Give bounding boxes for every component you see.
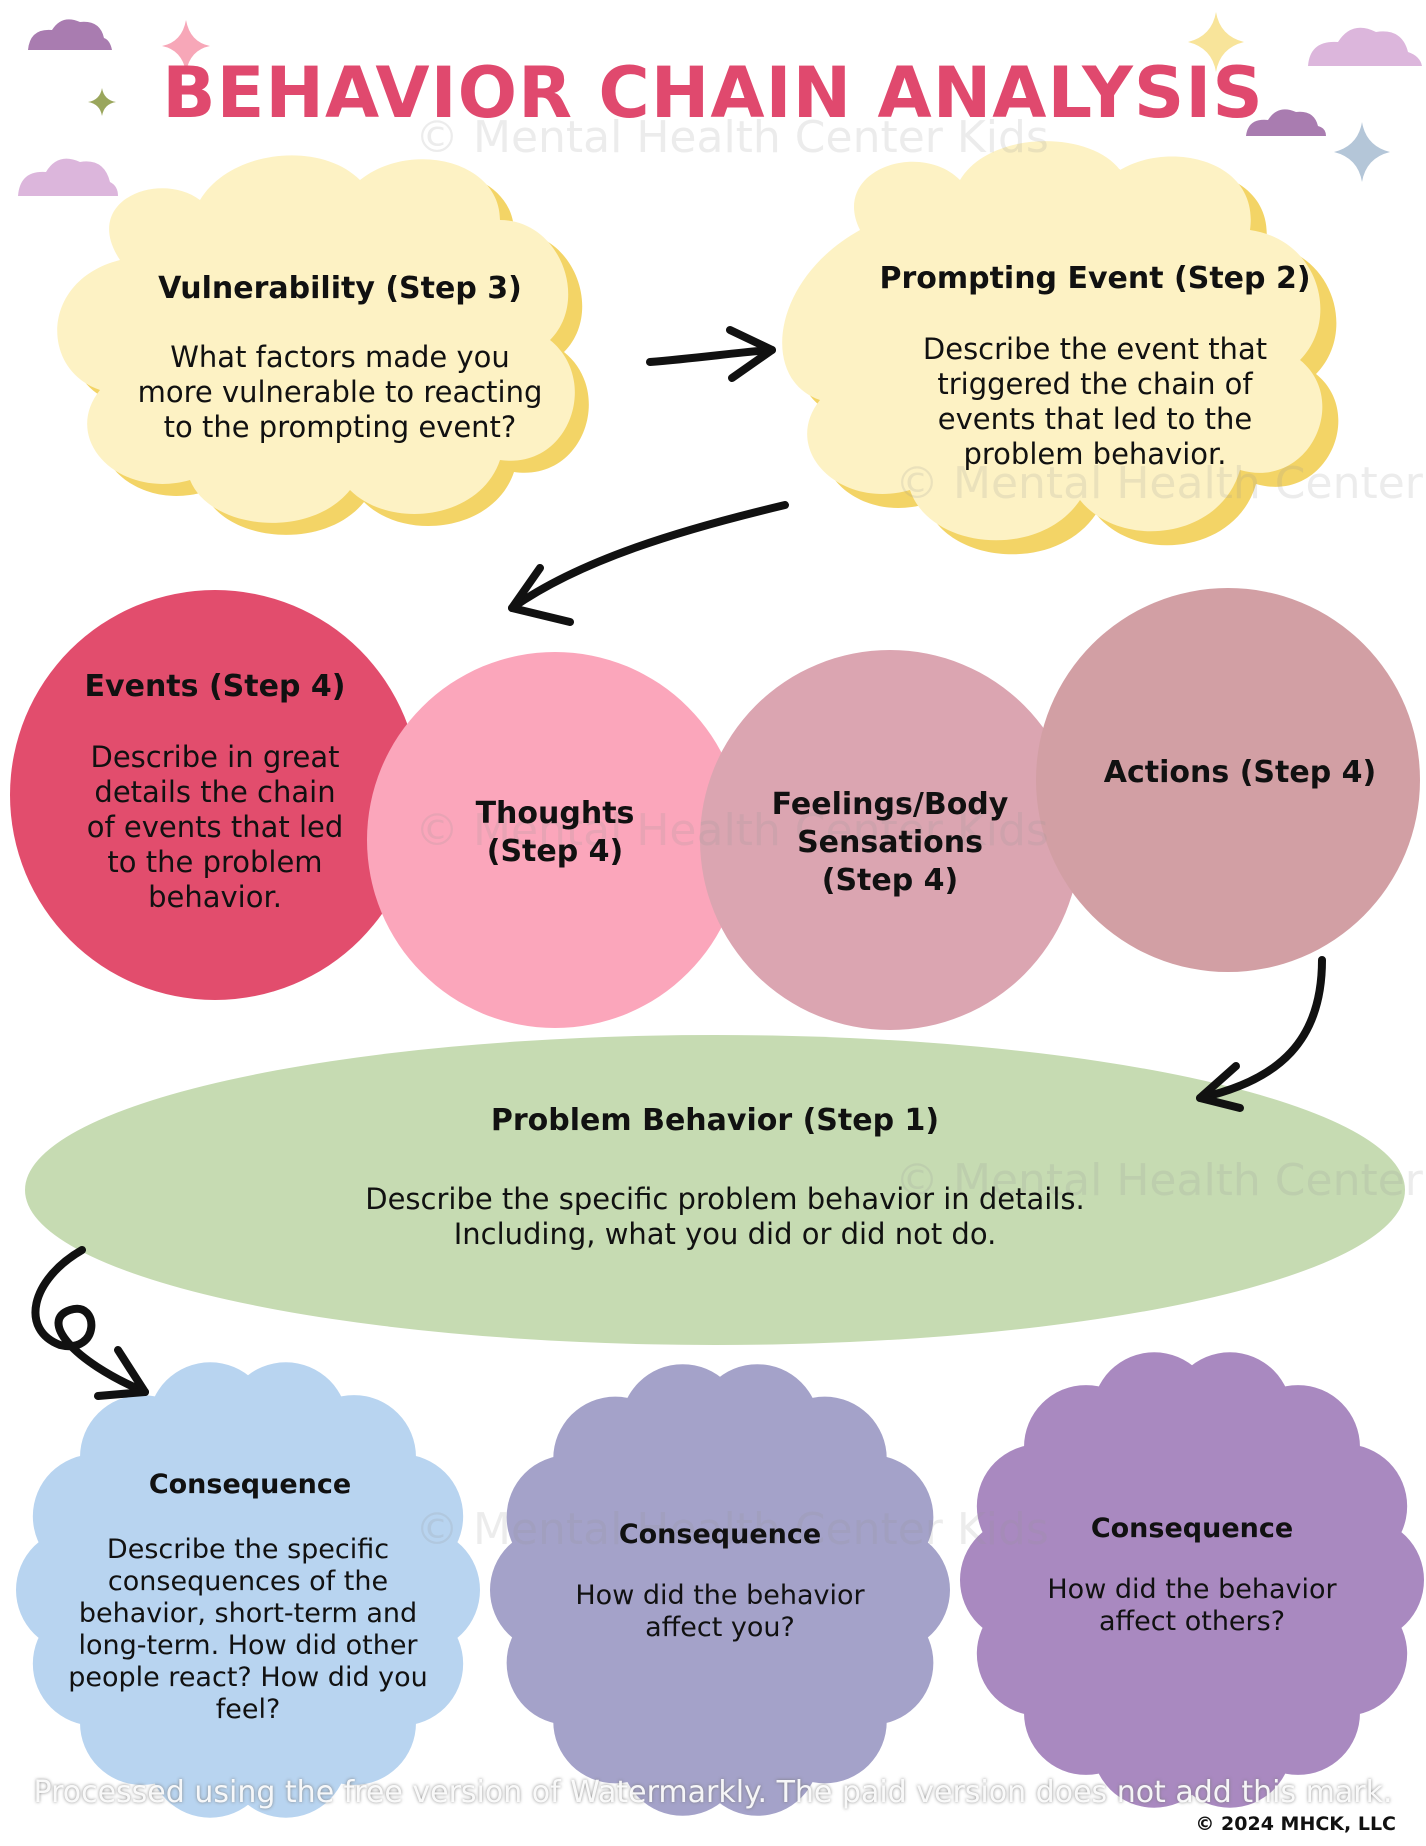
sparkle-icon <box>88 88 116 116</box>
vulnerability-heading: Vulnerability (Step 3) <box>158 271 522 306</box>
thoughts-heading: Thoughts (Step 4) <box>475 796 635 869</box>
cloud-decoration-icon <box>1308 27 1422 66</box>
consequence-2-body: How did the behavior affect you? <box>575 1580 865 1643</box>
decorations <box>18 12 1422 196</box>
cloud-decoration-icon <box>28 19 112 50</box>
arrow-prompting-to-events <box>508 501 789 612</box>
arrowhead-icon <box>94 1346 149 1400</box>
vulnerability-cloud-body <box>57 155 575 523</box>
cloud-decoration-icon <box>18 158 118 196</box>
consequence-1-heading: Consequence <box>148 1469 352 1500</box>
arrows <box>31 326 1326 1400</box>
vulnerability-body: What factors made you more vulnerable to… <box>137 340 543 444</box>
consequence-3-shape <box>959 1352 1424 1808</box>
consequence-shapes <box>16 1352 1424 1818</box>
actions-heading: Actions (Step 4) <box>1103 755 1377 790</box>
problem-heading: Problem Behavior (Step 1) <box>490 1103 940 1138</box>
feelings-heading: Feelings/Body Sensations (Step 4) <box>771 787 1009 898</box>
arrow-vulnerability-to-prompting <box>646 346 776 366</box>
actions-circle <box>1036 588 1420 972</box>
arrow-actions-to-problem <box>1196 956 1326 1102</box>
consequence-2-heading: Consequence <box>618 1519 822 1550</box>
copyright-notice: © 2024 MHCK, LLC <box>1195 1813 1396 1835</box>
sparkle-icon <box>162 20 210 72</box>
arrowhead-icon <box>1196 1062 1244 1112</box>
arrowhead-icon <box>508 564 574 626</box>
watermark-footer-note: Processed using the free version of Wate… <box>33 1775 1393 1810</box>
watermark-text: © Mental Health Center Kids <box>415 805 1049 856</box>
problem-behavior-ellipse <box>25 1035 1405 1345</box>
consequence-1-body: Describe the specific consequences of th… <box>68 1534 428 1725</box>
step4-circles <box>10 588 1420 1030</box>
prompting-body: Describe the event that triggered the ch… <box>922 332 1268 471</box>
consequence-3-body: How did the behavior affect others? <box>1047 1574 1337 1637</box>
watermark-text: © Mental Health Center Kids <box>895 1155 1426 1206</box>
prompting-cloud <box>782 141 1339 555</box>
consequence-2-shape <box>490 1364 950 1816</box>
arrow-problem-to-consequence <box>31 1246 149 1396</box>
cloud-decoration-icon <box>1246 109 1326 136</box>
vulnerability-cloud <box>57 155 589 535</box>
sparkle-icon <box>1188 12 1244 72</box>
events-body: Describe in great details the chain of e… <box>86 740 344 914</box>
consequence-1-shape <box>16 1362 480 1818</box>
sparkle-icon <box>1334 122 1390 182</box>
feelings-circle <box>700 650 1080 1030</box>
prompting-heading: Prompting Event (Step 2) <box>879 261 1311 296</box>
thoughts-circle <box>367 652 743 1028</box>
watermark-text: © Mental Health Center Kids <box>895 458 1426 509</box>
problem-body: Describe the specific problem behavior i… <box>365 1182 1085 1251</box>
events-heading: Events (Step 4) <box>84 669 346 704</box>
watermark-text: © Mental Health Center Kids <box>415 1504 1049 1555</box>
arrowhead-icon <box>726 326 776 382</box>
prompting-cloud-body <box>782 141 1323 541</box>
consequence-3-heading: Consequence <box>1090 1513 1294 1544</box>
page-title: BEHAVIOR CHAIN ANALYSIS <box>162 52 1264 134</box>
events-circle <box>10 590 420 1000</box>
watermark-text: © Mental Health Center Kids <box>415 112 1049 163</box>
